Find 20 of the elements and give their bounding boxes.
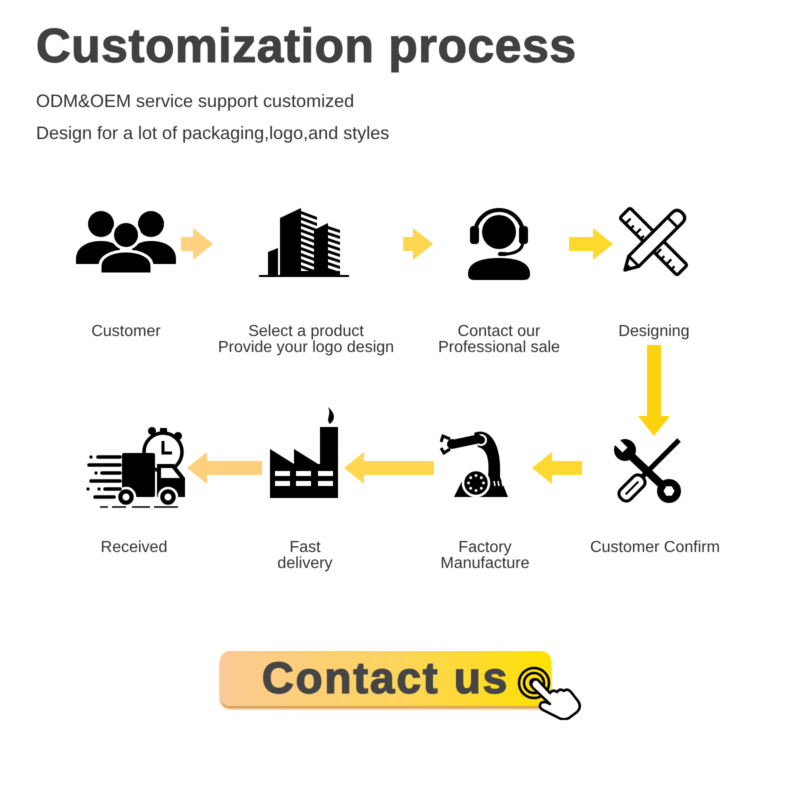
arrow: [181, 228, 213, 260]
step-label: Customer: [90, 324, 162, 340]
arrow: [187, 452, 262, 484]
step-label: Provide your logo design: [216, 340, 396, 356]
arrow: [532, 452, 582, 484]
arrow: [403, 228, 433, 260]
arrow: [344, 452, 434, 484]
page-title: Customization process: [36, 19, 577, 75]
arrow: [569, 228, 613, 260]
step-label: Customer Confirm: [589, 540, 721, 556]
subtitle-text: ODM&OEM service support customized: [36, 90, 354, 112]
subtitle-text: Design for a lot of packaging,logo,and styles: [36, 122, 390, 144]
step-label: Fast delivery: [276, 540, 334, 572]
contact-us-button: Contact us: [220, 651, 551, 706]
step-label: Designing: [617, 324, 691, 340]
arrow: [638, 345, 670, 436]
step-label: Factory Manufacture: [440, 540, 530, 572]
step-label: Select a product: [247, 324, 365, 340]
step-label: Received: [100, 540, 168, 556]
step-label: Contact our Professional sale: [437, 324, 561, 356]
